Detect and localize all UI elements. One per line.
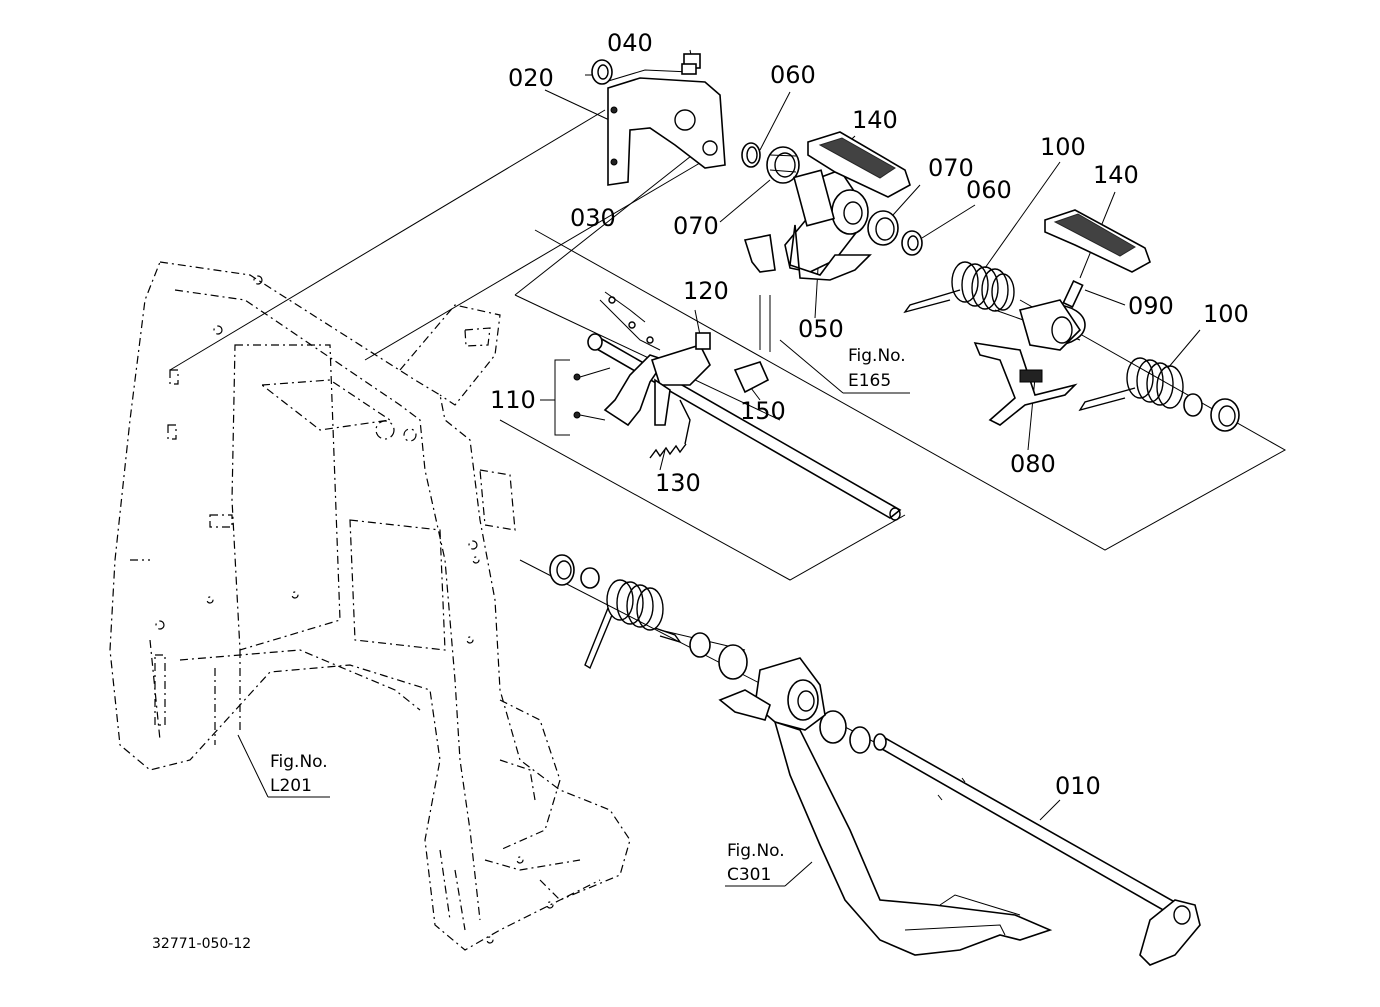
- label-070-right: 070: [928, 154, 974, 182]
- brake-pedal-050: [743, 169, 872, 281]
- label-060-top: 060: [770, 61, 816, 89]
- fig-ref-l201-title: Fig.No.: [270, 752, 328, 772]
- pin-090: [1062, 279, 1084, 309]
- fig-ref-e165-code: E165: [848, 371, 891, 391]
- spring-130: [649, 399, 691, 459]
- pedal-arm-080: [973, 299, 1086, 426]
- callout-bracket-110: [540, 359, 611, 436]
- label-130: 130: [655, 469, 701, 497]
- label-020: 020: [508, 64, 554, 92]
- spring-100-lower: [1078, 357, 1184, 412]
- pedal-pivot: [718, 657, 826, 731]
- bolt-040: [681, 53, 701, 75]
- shaft-010: [873, 733, 1201, 966]
- bolt-120: [695, 332, 711, 350]
- bushing-060-left: [741, 142, 761, 168]
- label-120: 120: [683, 277, 729, 305]
- clutch-pedal-arm: [773, 720, 1053, 956]
- label-040: 040: [607, 29, 653, 57]
- label-150: 150: [740, 397, 786, 425]
- fig-ref-c301-code: C301: [727, 865, 771, 885]
- bushing-060-right: [901, 230, 923, 256]
- bearing-070-right: [867, 210, 899, 246]
- fig-ref-c301-title: Fig.No.: [727, 841, 785, 861]
- pedal-pad-140-left: [807, 131, 911, 198]
- bracket-030: [607, 77, 726, 186]
- fig-ref-e165-title: Fig.No.: [848, 346, 906, 366]
- label-080: 080: [1010, 450, 1056, 478]
- figure-ref-l201: Fig.No. L201: [270, 752, 328, 796]
- fig-ref-l201-code: L201: [270, 776, 312, 796]
- label-100-lower: 100: [1203, 300, 1249, 328]
- pedal-pad-140-right: [1044, 209, 1151, 273]
- lever-assembly-110: [587, 291, 902, 521]
- part-labels: 020 040 060 140 070 060 100 140 030 070 …: [490, 29, 1249, 800]
- frame-outline: [109, 261, 631, 951]
- label-110: 110: [490, 386, 536, 414]
- label-140-right: 140: [1093, 161, 1139, 189]
- label-060-right: 060: [966, 176, 1012, 204]
- ring-020: [591, 59, 613, 85]
- label-090: 090: [1128, 292, 1174, 320]
- figure-ref-c301: Fig.No. C301: [727, 841, 785, 885]
- label-050: 050: [798, 315, 844, 343]
- drawing-code: 32771-050-12: [152, 936, 251, 952]
- label-070-left: 070: [673, 212, 719, 240]
- clutch-parts-stack: [549, 554, 871, 754]
- label-140-left: 140: [852, 106, 898, 134]
- figure-ref-e165: Fig.No. E165: [848, 346, 906, 391]
- label-010: 010: [1055, 772, 1101, 800]
- spring-100-upper: [903, 261, 1015, 314]
- bushing-right-lower: [1183, 393, 1240, 432]
- label-100-top: 100: [1040, 133, 1086, 161]
- bearing-070-left: [766, 146, 800, 184]
- label-030: 030: [570, 204, 616, 232]
